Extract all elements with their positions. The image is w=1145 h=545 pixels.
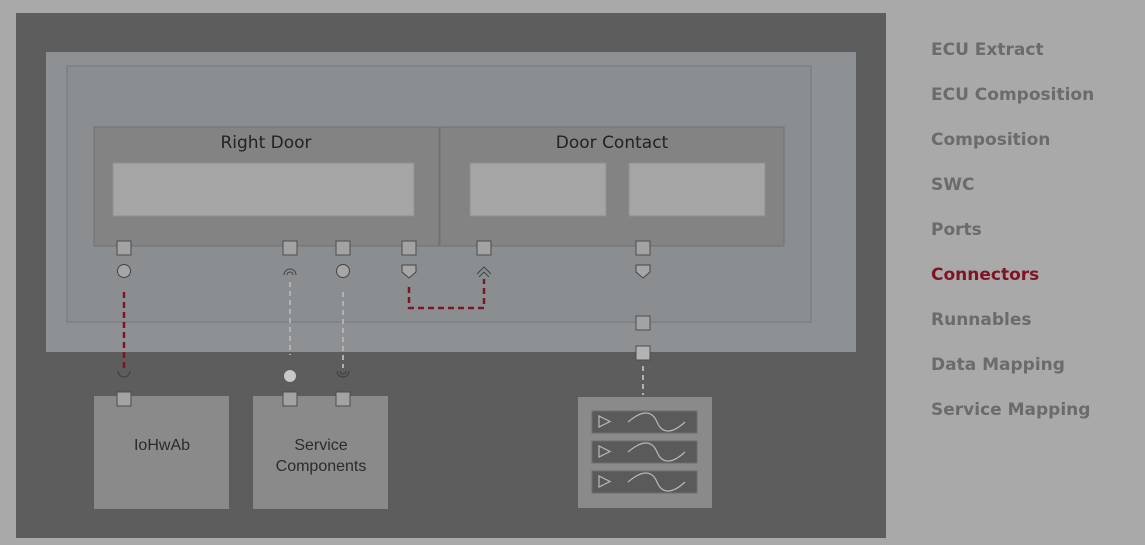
door-contact-runnable-1	[469, 162, 607, 217]
right-door-runnable	[112, 162, 415, 217]
right-door-label: Right Door	[220, 133, 311, 153]
sine-wave-icon	[627, 472, 686, 492]
nav-item-ecu-composition[interactable]: ECU Composition	[931, 85, 1095, 105]
required-port-inner-icon	[286, 271, 294, 276]
port[interactable]	[335, 240, 351, 256]
required-port-icon	[283, 268, 297, 276]
navigation-menu: ECU Extract ECU Composition Composition …	[931, 38, 1094, 443]
service-components[interactable]	[253, 396, 388, 509]
nav-item-swc[interactable]: SWC	[931, 175, 975, 195]
connector-highlighted[interactable]	[407, 279, 486, 310]
door-contact-runnable-2	[628, 162, 766, 217]
nav-item-composition[interactable]: Composition	[931, 130, 1051, 150]
port[interactable]	[282, 391, 298, 407]
port[interactable]	[635, 345, 651, 361]
door-contact-label: Door Contact	[556, 133, 669, 153]
nav-item-ecu-extract[interactable]: ECU Extract	[931, 40, 1044, 60]
provided-port-icon	[117, 264, 131, 278]
port[interactable]	[335, 391, 351, 407]
port[interactable]	[116, 391, 132, 407]
sender-port-icon	[635, 264, 651, 279]
port[interactable]	[635, 315, 651, 331]
nav-item-service-mapping[interactable]: Service Mapping	[931, 400, 1091, 420]
port[interactable]	[635, 240, 651, 256]
required-port-icon	[117, 370, 131, 378]
required-port-inner-icon	[339, 370, 347, 375]
provided-port-icon	[283, 369, 297, 383]
port[interactable]	[116, 240, 132, 256]
nav-item-connectors[interactable]: Connectors	[931, 265, 1040, 285]
signal-row	[591, 470, 698, 494]
receiver-port-icon	[476, 266, 492, 275]
provided-port-icon	[336, 264, 350, 278]
port[interactable]	[476, 240, 492, 256]
nav-item-ports[interactable]: Ports	[931, 220, 982, 240]
iohwab-component[interactable]	[94, 396, 229, 509]
port[interactable]	[401, 240, 417, 256]
service-components-label-line1: Service	[294, 437, 347, 454]
service-components-label-line2: Components	[276, 458, 367, 475]
sine-wave-icon	[627, 442, 686, 462]
signal-list	[591, 410, 698, 494]
signal-row	[591, 440, 698, 464]
sender-port-icon	[401, 264, 417, 279]
nav-item-data-mapping[interactable]: Data Mapping	[931, 355, 1065, 375]
iohwab-label: IoHwAb	[134, 437, 190, 454]
port[interactable]	[282, 240, 298, 256]
required-port-icon	[336, 370, 350, 378]
sine-wave-icon	[627, 412, 686, 432]
signal-row	[591, 410, 698, 434]
receiver-port-inner-icon	[478, 271, 490, 278]
play-icon	[598, 415, 612, 428]
nav-item-runnables[interactable]: Runnables	[931, 310, 1032, 330]
play-icon	[598, 445, 612, 458]
play-icon	[598, 475, 612, 488]
